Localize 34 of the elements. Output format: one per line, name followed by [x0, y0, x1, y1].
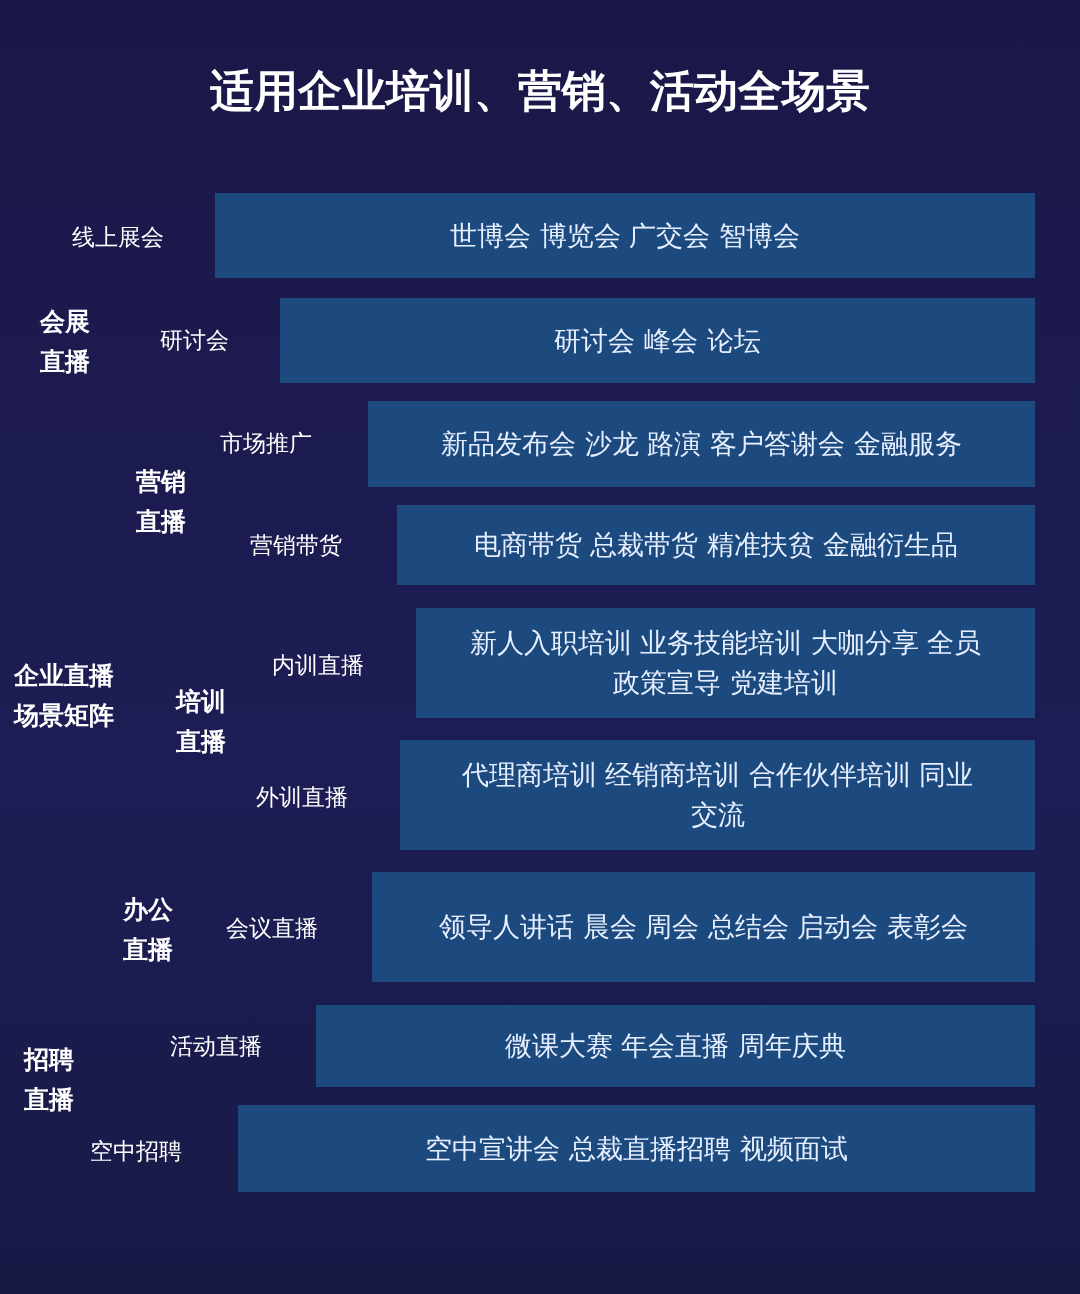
category-label: 培训直播 — [176, 686, 227, 758]
title: 适用企业培训、营销、活动全场景 — [209, 64, 871, 118]
category-label: 招聘直播 — [24, 1044, 75, 1116]
scenario-band — [416, 608, 1035, 718]
row-label: 市场推广 — [220, 429, 312, 458]
scenario-band — [397, 505, 1035, 585]
scenario-list: 空中宣讲会 总裁直播招聘 视频面试 — [425, 1128, 848, 1169]
scenario-list: 电商带货 总裁带货 精准扶贫 金融衍生品 — [473, 525, 959, 565]
row-label: 线上展会 — [72, 223, 164, 252]
row-label: 空中招聘 — [90, 1137, 182, 1166]
scenario-band — [368, 401, 1035, 487]
scenario-list: 新人入职培训 业务技能培训 大咖分享 全员政策宣导 党建培训 — [466, 623, 985, 703]
scenario-list: 世博会 博览会 广交会 智博会 — [450, 215, 800, 256]
category-label: 营销直播 — [136, 466, 187, 538]
scenario-band — [400, 740, 1035, 850]
category-label: 企业直播场景矩阵 — [14, 660, 115, 732]
scenario-band — [372, 872, 1035, 982]
scenario-band — [238, 1105, 1035, 1192]
scenario-list: 研讨会 峰会 论坛 — [554, 320, 761, 361]
scenario-list: 领导人讲话 晨会 周会 总结会 启动会 表彰会 — [439, 907, 968, 947]
row-label: 研讨会 — [160, 326, 229, 355]
row-label: 活动直播 — [170, 1032, 262, 1061]
category-label: 办公直播 — [123, 894, 174, 966]
scenario-list: 微课大赛 年会直播 周年庆典 — [504, 1026, 847, 1066]
row-label: 内训直播 — [272, 651, 364, 680]
scenario-list: 新品发布会 沙龙 路演 客户答谢会 金融服务 — [441, 424, 962, 464]
row-label: 外训直播 — [256, 783, 348, 812]
row-label: 营销带货 — [250, 531, 342, 560]
scenario-band — [280, 298, 1035, 383]
scenario-list: 代理商培训 经销商培训 合作伙伴培训 同业交流 — [450, 755, 985, 835]
category-label: 会展直播 — [40, 306, 91, 378]
scenario-band — [316, 1005, 1035, 1087]
scenario-band — [215, 193, 1035, 278]
row-label: 会议直播 — [226, 914, 318, 943]
